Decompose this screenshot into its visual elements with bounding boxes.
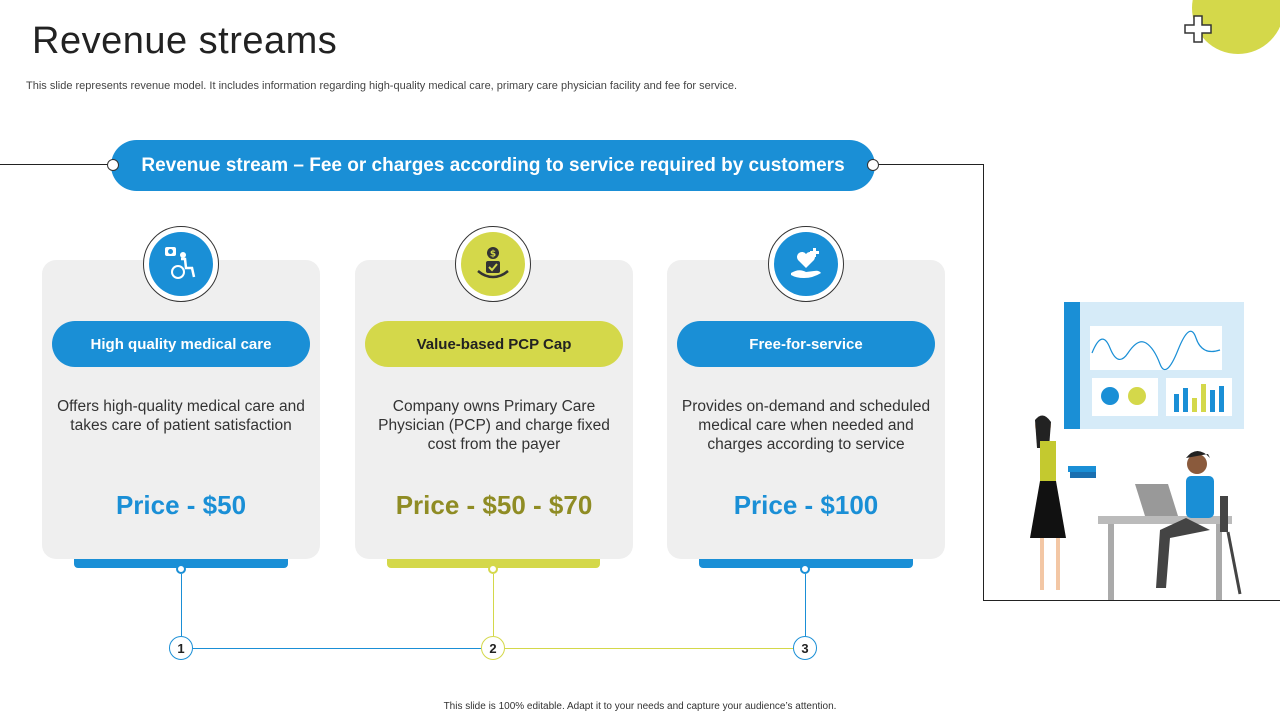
frame-line (983, 600, 1280, 601)
medical-plus-icon (1184, 15, 1212, 43)
page-subtitle: This slide represents revenue model. It … (26, 80, 738, 92)
card-value-based-pcp (355, 260, 633, 559)
card-heading-pill: Value-based PCP Cap (365, 321, 623, 367)
card-icon-ring (768, 226, 844, 302)
timeline-dot (488, 564, 498, 574)
timeline-line (493, 574, 494, 636)
timeline-line (805, 574, 806, 636)
card-heading-pill: High quality medical care (52, 321, 310, 367)
card-accent-bar (74, 559, 288, 568)
heart-care-hand-icon (791, 248, 821, 278)
step-number: 3 (793, 636, 817, 660)
card-high-quality-care (42, 260, 320, 559)
card-accent-bar (699, 559, 913, 568)
banner-dot (107, 159, 119, 171)
timeline-dot (800, 564, 810, 574)
card-heading-pill: Free-for-service (677, 321, 935, 367)
footer-note: This slide is 100% editable. Adapt it to… (443, 701, 837, 712)
step-number: 1 (169, 636, 193, 660)
card-accent-bar (387, 559, 600, 568)
timeline-line (181, 574, 182, 636)
frame-line (0, 164, 113, 165)
wheelchair-patient-icon (165, 247, 196, 279)
hand-money-icon: $ (477, 247, 509, 279)
office-illustration (1030, 302, 1244, 600)
step-number: 2 (481, 636, 505, 660)
revenue-stream-banner: Revenue stream – Fee or charges accordin… (111, 140, 875, 191)
page-title: Revenue streams (32, 20, 338, 62)
timeline-line (193, 648, 481, 649)
card-price: Price - $50 (115, 490, 247, 520)
card-description: Company owns Primary Care Physician (PCP… (378, 398, 610, 453)
banner-dot (867, 159, 879, 171)
card-icon-ring: $ (455, 226, 531, 302)
card-price: Price - $50 - $70 (395, 490, 593, 520)
card-price: Price - $100 (733, 490, 879, 520)
svg-text:$: $ (490, 250, 496, 260)
frame-line (874, 164, 984, 165)
card-description: Provides on-demand and scheduled medical… (681, 398, 931, 453)
card-icon-ring (143, 226, 219, 302)
timeline-line (505, 648, 793, 649)
card-description: Offers high-quality medical care and tak… (57, 398, 305, 434)
card-free-for-service (667, 260, 945, 559)
timeline-dot (176, 564, 186, 574)
frame-line (983, 164, 984, 601)
